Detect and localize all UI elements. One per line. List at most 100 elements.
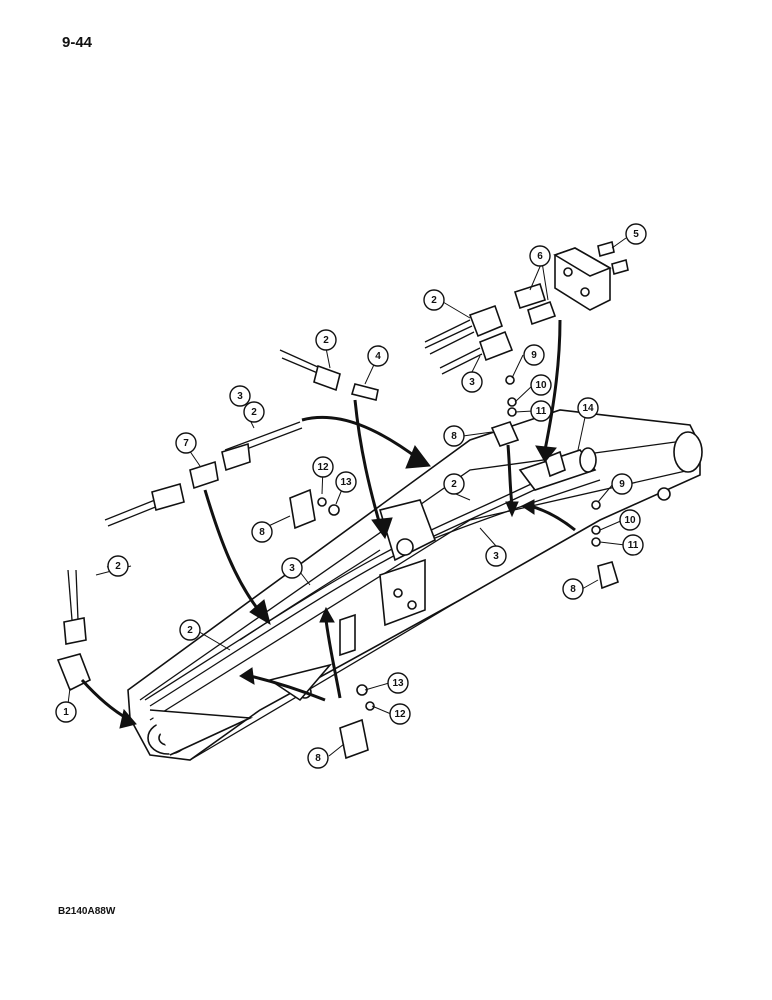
callout-2: 2	[443, 473, 465, 495]
callout-circle	[577, 397, 599, 419]
callout-3: 3	[461, 371, 483, 393]
callout-circle	[622, 534, 644, 556]
callout-circle	[251, 521, 273, 543]
callout-circle	[281, 557, 303, 579]
callout-6: 6	[529, 245, 551, 267]
assembly-arrows	[80, 319, 576, 729]
callout-11: 11	[530, 400, 552, 422]
callout-number: 2	[187, 625, 193, 636]
callout-number: 3	[289, 563, 295, 574]
callout-10: 10	[530, 374, 552, 396]
callout-number: 11	[628, 540, 639, 551]
callout-3: 3	[485, 545, 507, 567]
fitting-left	[56, 569, 92, 692]
callout-4: 4	[367, 345, 389, 367]
callout-number: 2	[451, 479, 457, 490]
callout-number: 9	[531, 350, 537, 361]
callout-circle	[443, 473, 465, 495]
callout-circle	[312, 456, 334, 478]
hose-center	[279, 349, 379, 401]
cylinder	[518, 447, 597, 491]
callout-number: 9	[619, 479, 625, 490]
callout-number: 1	[63, 707, 69, 718]
callout-number: 12	[394, 709, 406, 720]
callout-number: 14	[582, 403, 594, 414]
callout-12: 12	[389, 703, 411, 725]
callout-14: 14	[577, 397, 599, 419]
callout-circle	[523, 344, 545, 366]
callout-number: 10	[624, 515, 636, 526]
callout-circle	[529, 245, 551, 267]
manifold-block	[513, 240, 629, 326]
callout-circle	[530, 400, 552, 422]
callout-number: 10	[535, 380, 547, 391]
callout-number: 7	[183, 438, 189, 449]
callout-circle	[423, 289, 445, 311]
callout-circle	[175, 432, 197, 454]
callout-number: 5	[633, 229, 639, 240]
callout-circle	[562, 578, 584, 600]
callout-circle	[307, 747, 329, 769]
callout-circle	[243, 401, 265, 423]
callout-number: 2	[431, 295, 437, 306]
callout-circle	[367, 345, 389, 367]
callout-3: 3	[281, 557, 303, 579]
callout-13: 13	[387, 672, 409, 694]
callout-8: 8	[562, 578, 584, 600]
callout-12: 12	[312, 456, 334, 478]
callout-13: 13	[335, 471, 357, 493]
hose-left	[104, 421, 303, 527]
callout-number: 2	[115, 561, 121, 572]
hoses-top-right	[424, 304, 514, 375]
callout-circle	[461, 371, 483, 393]
callout-3: 3	[229, 385, 251, 407]
callout-number: 3	[469, 377, 475, 388]
callout-number: 11	[536, 406, 547, 417]
callout-circle	[619, 509, 641, 531]
callout-number: 3	[493, 551, 499, 562]
callout-number: 8	[570, 584, 576, 595]
callout-8: 8	[307, 747, 329, 769]
callout-circle	[625, 223, 647, 245]
callout-number: 2	[323, 335, 329, 346]
clamps	[289, 375, 619, 760]
callout-number: 13	[392, 678, 404, 689]
callout-number: 8	[259, 527, 265, 538]
callout-11: 11	[622, 534, 644, 556]
page-number: 9-44	[62, 34, 93, 51]
callout-circle	[387, 672, 409, 694]
callout-circle	[530, 374, 552, 396]
callout-2: 2	[107, 555, 129, 577]
callout-9: 9	[523, 344, 545, 366]
callout-number: 8	[451, 431, 457, 442]
callout-circle	[389, 703, 411, 725]
callout-8: 8	[251, 521, 273, 543]
callout-10: 10	[619, 509, 641, 531]
callout-number: 3	[237, 391, 243, 402]
callout-circle	[55, 701, 77, 723]
callout-9: 9	[611, 473, 633, 495]
callout-number: 6	[537, 251, 543, 262]
callout-number: 13	[340, 477, 352, 488]
callout-5: 5	[625, 223, 647, 245]
callout-circle	[107, 555, 129, 577]
mounting-bracket	[378, 499, 437, 627]
callout-7: 7	[175, 432, 197, 454]
callout-1: 1	[55, 701, 77, 723]
callout-circle	[443, 425, 465, 447]
callout-circle	[485, 545, 507, 567]
callout-circle	[229, 385, 251, 407]
callout-number: 8	[315, 753, 321, 764]
callout-number: 4	[375, 351, 381, 362]
callout-circle	[611, 473, 633, 495]
callout-circle	[335, 471, 357, 493]
callout-8: 8	[443, 425, 465, 447]
callout-2: 2	[243, 401, 265, 423]
callout-number: 2	[251, 407, 257, 418]
figure-code: B2140A88W	[58, 906, 116, 917]
callout-2: 2	[423, 289, 445, 311]
callout-circle	[315, 329, 337, 351]
callout-circle	[179, 619, 201, 641]
